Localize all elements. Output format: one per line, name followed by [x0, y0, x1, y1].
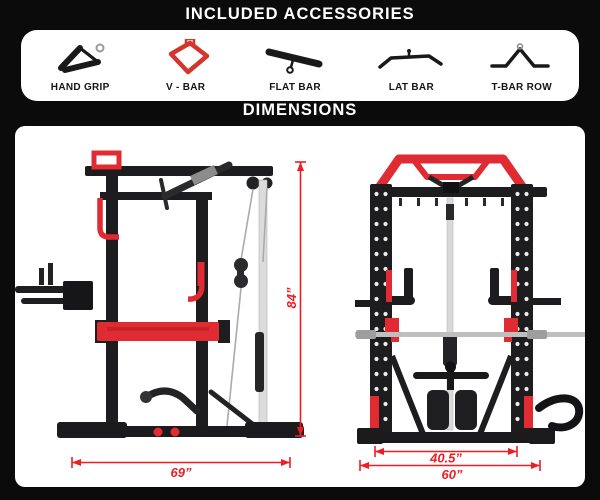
- rack-side-red-hooks: [91, 150, 205, 302]
- dip-handles: [382, 268, 521, 305]
- rack-front-base: [357, 428, 555, 444]
- accessory-label: HAND GRIP: [50, 81, 110, 93]
- rack-side-base: [57, 422, 304, 438]
- outer-width-dimension-label: 60”: [442, 467, 463, 482]
- low-row-and-pegs: [355, 298, 561, 430]
- accessory-label: LAT BAR: [388, 81, 434, 93]
- lat-bar-icon: [376, 39, 446, 79]
- height-dimension-arrow: [295, 161, 306, 437]
- rack-side-view-image: [15, 150, 304, 438]
- accessory-lat-bar: LAT BAR: [352, 39, 470, 93]
- rack-side-safety-bar: [95, 320, 230, 343]
- center-rail-and-cable: [443, 197, 457, 431]
- inner-width-dimension-arrow: [374, 446, 518, 457]
- dimension-annotations: 84” 69” 40.5” 60”: [71, 161, 541, 482]
- v-bar-icon: [151, 38, 221, 79]
- dimensions-section-title: DIMENSIONS: [242, 101, 358, 119]
- depth-dimension-arrow: [71, 457, 291, 468]
- inner-width-dimension-label: 40.5”: [429, 451, 462, 466]
- accessory-v-bar: V - BAR: [133, 38, 237, 93]
- t-bar-row-handle: [535, 394, 584, 432]
- dimensions-panel: 84” 69” 40.5” 60”: [15, 126, 585, 487]
- height-dimension-label: 84”: [284, 287, 299, 308]
- upright-holes: [374, 191, 529, 422]
- rack-side-frame: [85, 161, 273, 428]
- rack-side-pulley-system: [226, 176, 273, 429]
- depth-dimension-label: 69”: [171, 465, 192, 480]
- rack-front-view-image: [355, 154, 585, 444]
- hand-grip-icon: [45, 39, 115, 79]
- rack-side-dip-bars: [15, 263, 93, 310]
- flat-bar-icon: [260, 39, 330, 79]
- t-bar-row-icon: [487, 39, 557, 79]
- accessory-label: FLAT BAR: [269, 81, 321, 93]
- accessory-flat-bar: FLAT BAR: [238, 39, 352, 93]
- accessory-label: T-BAR ROW: [491, 81, 552, 93]
- accessory-t-bar-row: T-BAR ROW: [471, 39, 574, 93]
- accessories-section-title: INCLUDED ACCESSORIES: [185, 5, 415, 23]
- barbell: [355, 330, 585, 339]
- outer-width-dimension-arrow: [359, 460, 541, 471]
- accessory-label: V - BAR: [166, 81, 206, 93]
- accessories-panel: HAND GRIP V - BAR FLAT BAR: [21, 30, 579, 101]
- rack-side-leg-attachment: [140, 387, 258, 429]
- accessory-hand-grip: HAND GRIP: [27, 39, 133, 93]
